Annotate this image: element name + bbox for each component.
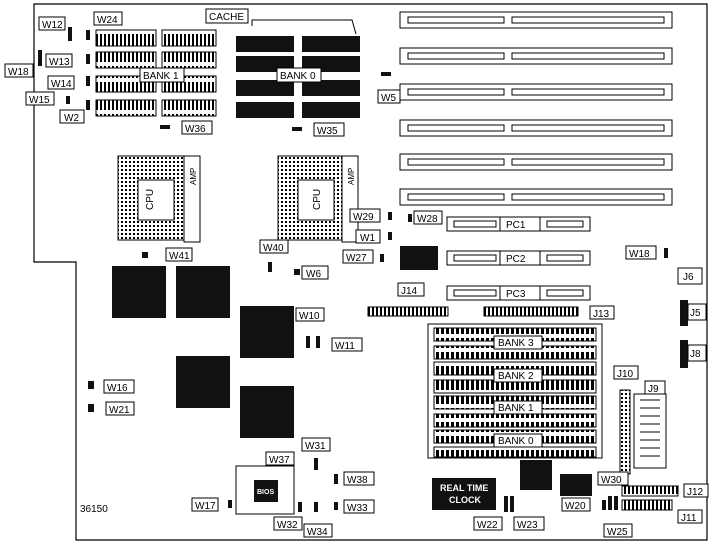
jumper-w12-label: W12 — [42, 20, 63, 31]
bios-label: BIOS — [257, 489, 274, 496]
chipset — [112, 246, 592, 496]
j5-connector — [680, 300, 688, 326]
cache-label: CACHE — [209, 12, 244, 23]
jumper-w21-label: W21 — [109, 405, 130, 416]
cache-bank-1 — [95, 29, 217, 117]
isa-slot — [399, 188, 673, 206]
jumper-w15-label: W15 — [29, 95, 50, 106]
j14-label: J14 — [401, 286, 418, 297]
memory-bank-1-label: BANK 1 — [498, 403, 534, 414]
isa-slot — [399, 153, 673, 171]
jumper-w11-label: W11 — [335, 341, 355, 352]
cache-bank-1-label: BANK 1 — [143, 71, 179, 82]
isa-slot — [399, 11, 673, 29]
jumper-w16-label: W16 — [107, 383, 128, 394]
jumper-w37-label: W37 — [269, 455, 290, 466]
pc1-label: PC1 — [506, 220, 526, 231]
jumper-w23-label: W23 — [517, 520, 538, 531]
jumper-w32-label: W32 — [277, 520, 298, 531]
cpu-socket-left: CPU AMP — [117, 155, 201, 243]
j6-connector — [677, 267, 703, 285]
real-time-clock — [432, 478, 496, 510]
j13-connector — [483, 306, 579, 317]
jumper-w33-label: W33 — [347, 503, 368, 514]
cpu-label-left: CPU — [145, 189, 156, 210]
jumper-w13-label: W13 — [49, 57, 70, 68]
j10-connector — [619, 389, 631, 475]
jumper-w35-label: W35 — [317, 126, 338, 137]
board-number: 36150 — [80, 504, 108, 515]
amp-label-right: AMP — [347, 168, 356, 185]
jumper-w38-label: W38 — [347, 475, 368, 486]
j10-label: J10 — [617, 369, 634, 380]
j9-label: J9 — [648, 384, 659, 395]
amp-label-left: AMP — [189, 168, 198, 185]
j11-label: J11 — [681, 513, 697, 524]
j14-connector — [367, 306, 449, 317]
j11-connector — [621, 499, 673, 511]
jumper-w10-label: W10 — [299, 311, 320, 322]
jumper-w29-label: W29 — [353, 212, 374, 223]
isa-slot — [399, 83, 673, 101]
isa-slots — [399, 11, 673, 206]
j8-connector — [680, 340, 688, 368]
j8-label: J8 — [690, 349, 701, 360]
jumper-w41-label: W41 — [169, 251, 190, 262]
board-outline — [33, 3, 708, 541]
jumper-w31-label: W31 — [305, 441, 326, 452]
j13-label: J13 — [593, 309, 610, 320]
jumper-w36-label: W36 — [185, 124, 206, 135]
jumper-w2-label: W2 — [64, 113, 79, 124]
j5-label: J5 — [690, 308, 701, 319]
pc2-label: PC2 — [506, 254, 526, 265]
isa-slot — [399, 119, 673, 137]
rtc-label-line2: CLOCK — [449, 495, 481, 505]
jumper-w20-label: W20 — [565, 501, 586, 512]
memory-bank-0-label: BANK 0 — [498, 436, 534, 447]
jumper-w34-label: W34 — [307, 527, 328, 538]
jumper-w18-left-label: W18 — [8, 67, 29, 78]
jumper-w1-label: W1 — [360, 233, 375, 244]
jumper-w6-label: W6 — [306, 269, 321, 280]
jumper-w28-label: W28 — [417, 214, 438, 225]
jumper-w24-label: W24 — [97, 15, 118, 26]
pc3-label: PC3 — [506, 289, 526, 300]
bios-chip — [254, 480, 278, 502]
memory-bank-2-label: BANK 2 — [498, 371, 534, 382]
j12-connector — [621, 485, 679, 497]
rtc-label-line1: REAL TIME — [440, 483, 488, 493]
j12-label: J12 — [687, 487, 704, 498]
jumper-w25-label: W25 — [607, 527, 628, 538]
cache-bank-0-label: BANK 0 — [280, 71, 316, 82]
cache-bank-0 — [236, 36, 360, 118]
jumper-w14-label: W14 — [51, 79, 72, 90]
memory-bank-3-label: BANK 3 — [498, 338, 534, 349]
cpu-label-right: CPU — [312, 189, 323, 210]
jumper-w17-label: W17 — [195, 501, 216, 512]
jumper-w18-right-label: W18 — [629, 249, 650, 260]
jumper-w30-label: W30 — [601, 475, 622, 486]
jumper-w27-label: W27 — [346, 253, 367, 264]
jumper-w22-label: W22 — [477, 520, 498, 531]
j6-label: J6 — [683, 272, 694, 283]
cpu-socket-right: CPU AMP — [277, 155, 359, 243]
j9-connector — [633, 393, 667, 469]
isa-slot — [399, 47, 673, 65]
jumper-w40-label: W40 — [263, 243, 284, 254]
jumper-w5-label: W5 — [381, 93, 396, 104]
